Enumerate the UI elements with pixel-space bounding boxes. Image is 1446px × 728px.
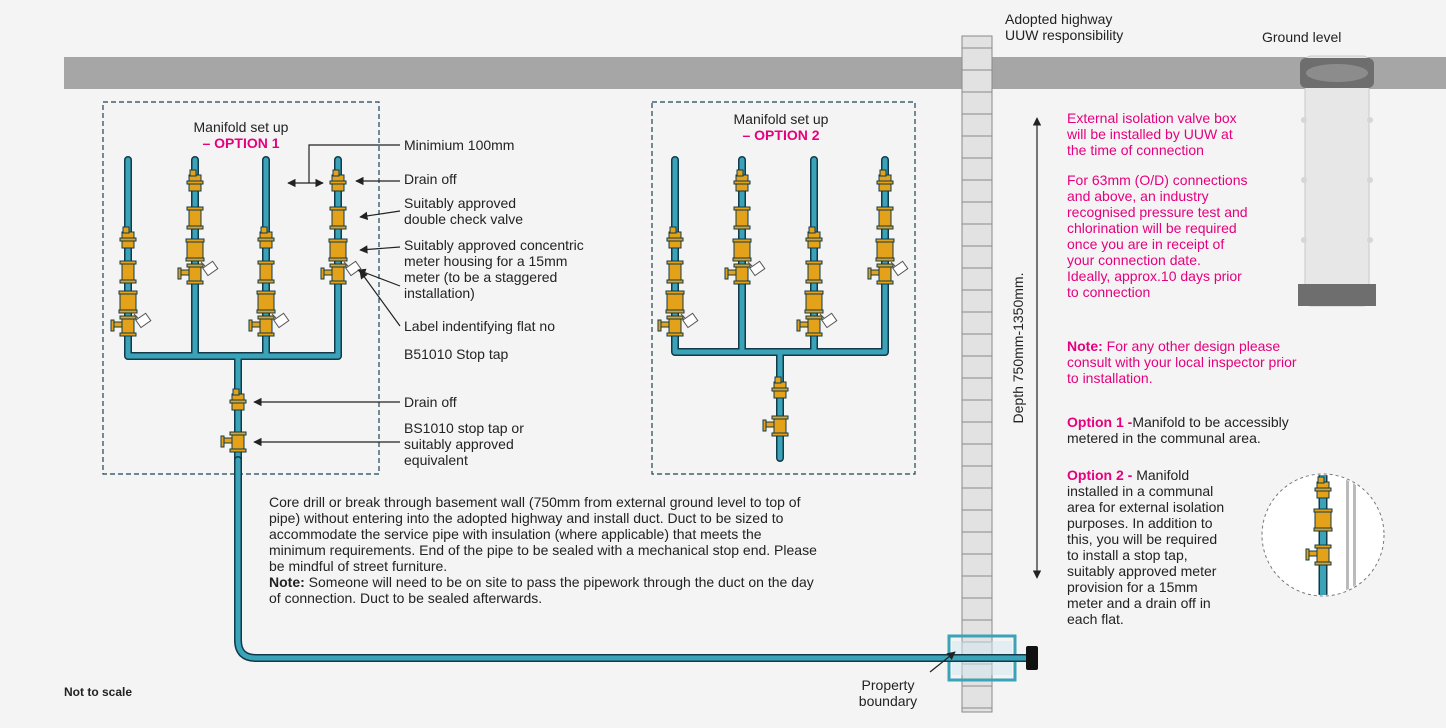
option1-fittings xyxy=(110,169,362,453)
pressure-line7: Ideally, approx.10 days prior xyxy=(1067,268,1242,284)
core-drill-note-label: Note: xyxy=(269,574,305,590)
adopted-highway-label: Adopted highway UUW responsibility xyxy=(1005,11,1123,43)
callout-label-flat: Label indentifying flat no xyxy=(404,318,555,334)
option2-pipework xyxy=(671,156,889,462)
pressure-line4: chlorination will be required xyxy=(1067,220,1237,236)
option1-subtitle: – OPTION 1 xyxy=(202,135,280,151)
valve-box-line3: the time of connection xyxy=(1067,142,1204,158)
option1-desc-line1: Option 1 -Manifold to be accessibly xyxy=(1067,414,1289,430)
core-drill-line3: accommodate the service pipe with insula… xyxy=(269,526,762,542)
option2-box xyxy=(651,101,916,475)
callout-double-check-1: Suitably approved xyxy=(404,195,517,211)
property-boundary-label: Property boundary xyxy=(848,677,928,709)
pressure-line6: your connection date. xyxy=(1067,252,1201,268)
option2-subtitle: – OPTION 2 xyxy=(742,127,820,143)
valve-box xyxy=(1298,55,1376,307)
valve-box-line1: External isolation valve box xyxy=(1067,110,1237,126)
core-drill-line1: Core drill or break through basement wal… xyxy=(269,494,801,510)
option2-desc-line4: purposes. In addition to xyxy=(1067,515,1213,531)
callout-bs-stop-3: equivalent xyxy=(404,452,468,468)
pressure-test-note: For 63mm (O/D) connections and above, an… xyxy=(1067,172,1248,300)
option1-desc-text1: Manifold to be accessibly xyxy=(1132,414,1289,430)
design-note-label: Note: xyxy=(1067,338,1103,354)
option2-title: Manifold set up xyxy=(733,111,829,127)
boundary-wall xyxy=(961,35,993,713)
option1-heading: Manifold set up – OPTION 1 xyxy=(150,119,332,151)
pressure-line8: to connection xyxy=(1067,284,1151,300)
detail-magnifier xyxy=(1261,473,1385,597)
core-drill-note-line1: Note: Someone will need to be on site to… xyxy=(269,574,949,590)
callout-minimum: Minimium 100mm xyxy=(404,137,515,153)
design-note: Note: For any other design please consul… xyxy=(1067,338,1297,386)
core-drill-note-line2: of connection. Duct to be sealed afterwa… xyxy=(269,590,543,606)
callout-stop-tap: B51010 Stop tap xyxy=(404,346,509,362)
callout-bs-stop-2: suitably approved xyxy=(404,436,514,452)
design-note-line2: consult with your local inspector prior xyxy=(1067,354,1297,370)
option2-desc-label: Option 2 - xyxy=(1067,467,1133,483)
ground-band xyxy=(64,57,1446,89)
callout-arrows xyxy=(253,117,1042,673)
callout-meter-1: Suitably approved concentric xyxy=(404,237,584,253)
property-boundary-line1: Property xyxy=(861,677,915,693)
callout-bs-stop: BS1010 stop tap or suitably approved equ… xyxy=(404,420,524,468)
option1-description: Option 1 -Manifold to be accessibly mete… xyxy=(1067,414,1289,446)
callout-double-check-2: double check valve xyxy=(404,211,524,227)
callout-meter-4: installation) xyxy=(404,285,475,301)
pressure-line2: and above, an industry xyxy=(1067,188,1209,204)
option2-desc-line3: area for external isolation xyxy=(1067,499,1225,515)
core-drill-line4: minimum requirements. End of the pipe to… xyxy=(269,542,817,558)
design-note-line1: Note: For any other design please xyxy=(1067,338,1297,354)
option2-desc-line7: suitably approved meter xyxy=(1067,563,1217,579)
design-note-line3: to installation. xyxy=(1067,370,1153,386)
depth-label: Depth 750mm-1350mm. xyxy=(1010,273,1026,424)
option2-heading: Manifold set up – OPTION 2 xyxy=(690,111,872,143)
adopted-highway-line2: UUW responsibility xyxy=(1005,27,1124,43)
pressure-line3: recognised pressure test and xyxy=(1067,204,1248,220)
ground-level-label: Ground level xyxy=(1262,29,1342,45)
not-to-scale-label: Not to scale xyxy=(64,685,133,699)
callout-double-check: Suitably approved double check valve xyxy=(404,195,523,227)
option1-desc-line2: metered in the communal area. xyxy=(1067,430,1261,446)
core-drill-line5: be mindful of street furniture. xyxy=(269,558,448,574)
callout-bs-stop-1: BS1010 stop tap or xyxy=(404,420,524,436)
callout-drain-off-lower: Drain off xyxy=(404,394,457,410)
pressure-line1: For 63mm (O/D) connections xyxy=(1067,172,1248,188)
adopted-highway-line1: Adopted highway xyxy=(1005,11,1113,27)
core-drill-line2: pipe) without entering into the adopted … xyxy=(269,510,784,526)
valve-box-note: External isolation valve box will be ins… xyxy=(1067,110,1237,158)
option2-desc-line6: to install a stop tap, xyxy=(1067,547,1188,563)
option2-desc-text1: Manifold xyxy=(1136,467,1190,483)
option2-desc-line5: this, you will be required xyxy=(1067,531,1218,547)
option1-desc-label: Option 1 - xyxy=(1067,414,1133,430)
design-note-text1: For any other design please xyxy=(1106,338,1281,354)
option2-desc-line9: meter and a drain off in xyxy=(1067,595,1211,611)
callout-meter-2: meter housing for a 15mm xyxy=(404,253,568,269)
core-drill-note-text1: Someone will need to be on site to pass … xyxy=(308,574,814,590)
valve-box-line2: will be installed by UUW at xyxy=(1067,126,1233,142)
stop-end-cap xyxy=(1026,646,1038,670)
callout-meter-3: meter (to be a staggered xyxy=(404,269,558,285)
option2-description: Option 2 - Manifold installed in a commu… xyxy=(1067,467,1224,627)
property-boundary-line2: boundary xyxy=(858,693,918,709)
option2-desc-line2: installed in a communal xyxy=(1067,483,1214,499)
core-drill-note: Core drill or break through basement wal… xyxy=(269,494,949,606)
wall-duct xyxy=(944,634,1038,682)
option2-fittings xyxy=(657,169,909,437)
option1-title: Manifold set up xyxy=(193,119,289,135)
option2-desc-line8: provision for a 15mm xyxy=(1067,579,1198,595)
pressure-line5: once you are in receipt of xyxy=(1067,236,1225,252)
option2-desc-line1: Option 2 - Manifold xyxy=(1067,467,1224,483)
callout-drain-off-top: Drain off xyxy=(404,171,457,187)
option2-desc-line10: each flat. xyxy=(1067,611,1124,627)
callout-meter: Suitably approved concentric meter housi… xyxy=(404,237,584,301)
